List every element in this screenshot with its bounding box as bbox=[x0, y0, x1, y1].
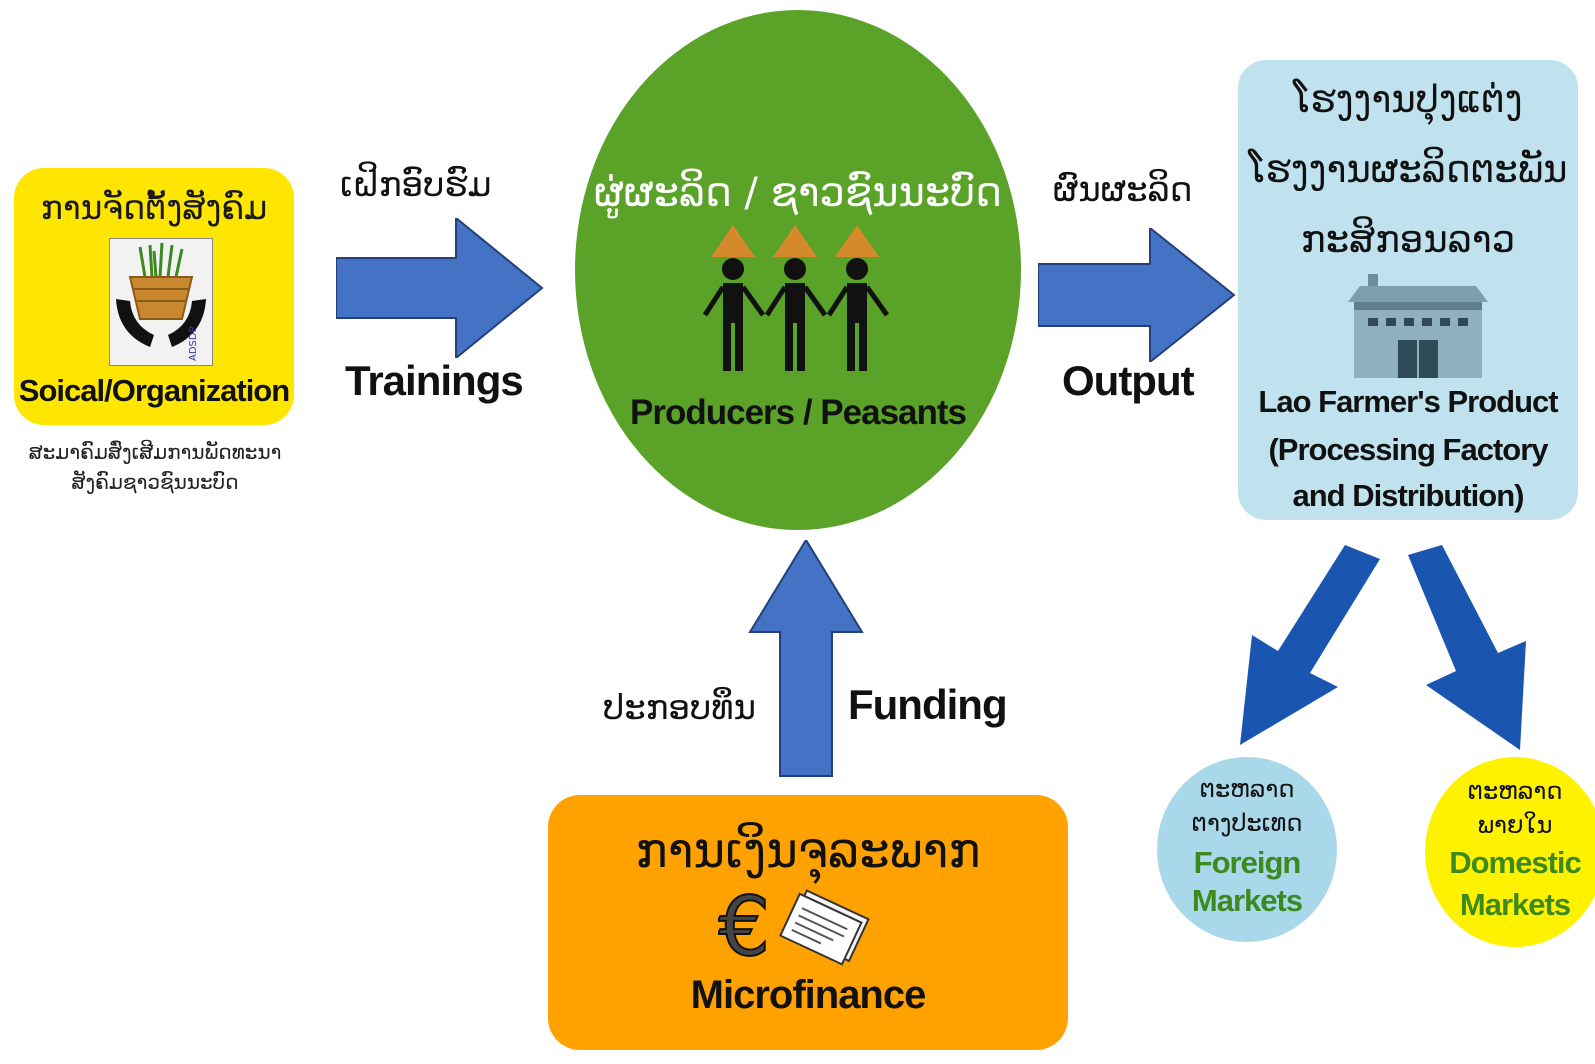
domestic-market-line1-lao: ຕະຫລາດ bbox=[1467, 777, 1563, 805]
market-arrows bbox=[1240, 545, 1526, 750]
factory-line1-lao: ໂຮງງານປຸງແຕ່ງ bbox=[1293, 78, 1523, 121]
domestic-market-line1-en: Domestic bbox=[1449, 845, 1582, 880]
microfinance-title-lao: ການເງິນຈຸລະພາກ bbox=[635, 823, 981, 879]
euro-money-icon: € bbox=[718, 883, 870, 973]
factory-desc-line2: and Distribution) bbox=[1292, 478, 1525, 513]
output-label-en: Output bbox=[1062, 357, 1195, 404]
foreign-market-line1-lao: ຕະຫລາດ bbox=[1199, 775, 1295, 803]
domestic-market-line2-en: Markets bbox=[1459, 887, 1571, 922]
organization-title-en: Soical/Organization bbox=[18, 373, 290, 408]
domestic-market-line2-lao: ພາຍໃນ bbox=[1477, 811, 1553, 839]
trainings-label-en: Trainings bbox=[345, 357, 524, 404]
domestic-market-arrow bbox=[1408, 545, 1526, 750]
foreign-market-line2-lao: ຕາງປະເທດ bbox=[1191, 809, 1303, 837]
funding-label-en: Funding bbox=[848, 681, 1008, 728]
output-label-lao: ຜົນຜະລິດ bbox=[1053, 170, 1193, 210]
domestic-markets-circle: ຕະຫລາດ ພາຍໃນ Domestic Markets bbox=[1425, 757, 1595, 947]
factory-icon bbox=[1348, 274, 1488, 378]
funding-label-lao: ປະກອບທຶນ bbox=[603, 688, 756, 728]
peasants-icon bbox=[703, 225, 890, 371]
foreign-market-arrow bbox=[1240, 545, 1380, 745]
factory-line3-lao: ກະສິກອນລາວ bbox=[1300, 218, 1516, 261]
organization-subtitle-line2: ສັງຄົມຊາວຊົນນະບົດ bbox=[71, 470, 239, 494]
social-organization-box: ການຈັດຕັ້ງສັງຄົມ ADSDP Soical/Organizati… bbox=[14, 168, 294, 425]
trainings-label-lao: ເຝິກອົບຮົມ bbox=[340, 165, 492, 205]
trainings-arrow bbox=[336, 218, 544, 358]
factory-desc-line1: (Processing Factory bbox=[1268, 432, 1548, 467]
producers-title-lao: ຜູ່ຜະລິດ / ຊາວຊົນນະບົດ bbox=[594, 170, 1002, 216]
foreign-market-line2-en: Markets bbox=[1191, 883, 1303, 918]
factory-box: ໂຮງງານປຸງແຕ່ງ ໂຮງງານຜະລິດຕະພັນ ກະສິກອນລາ… bbox=[1238, 60, 1578, 520]
producers-title-en: Producers / Peasants bbox=[630, 393, 967, 432]
producers-circle: ຜູ່ຜະລິດ / ຊາວຊົນນະບົດ Producers / Peasa… bbox=[575, 10, 1021, 530]
organization-logo: ADSDP bbox=[109, 238, 213, 366]
microfinance-box: ການເງິນຈຸລະພາກ € Microfinance bbox=[548, 795, 1068, 1050]
factory-line2-lao: ໂຮງງານຜະລິດຕະພັນ bbox=[1248, 148, 1568, 191]
output-arrow bbox=[1038, 228, 1236, 362]
funding-arrow bbox=[748, 540, 864, 777]
organization-title-lao: ການຈັດຕັ້ງສັງຄົມ bbox=[40, 188, 268, 227]
foreign-markets-circle: ຕະຫລາດ ຕາງປະເທດ Foreign Markets bbox=[1157, 757, 1337, 942]
logo-text: ADSDP bbox=[188, 326, 199, 361]
organization-subtitle-line1: ສະມາຄົມສົ່ງເສີມການພັດທະນາ bbox=[28, 440, 282, 464]
foreign-market-line1-en: Foreign bbox=[1193, 845, 1302, 880]
microfinance-title-en: Microfinance bbox=[690, 973, 927, 1017]
svg-text:€: € bbox=[718, 883, 770, 973]
factory-name-en: Lao Farmer's Product bbox=[1258, 384, 1558, 419]
